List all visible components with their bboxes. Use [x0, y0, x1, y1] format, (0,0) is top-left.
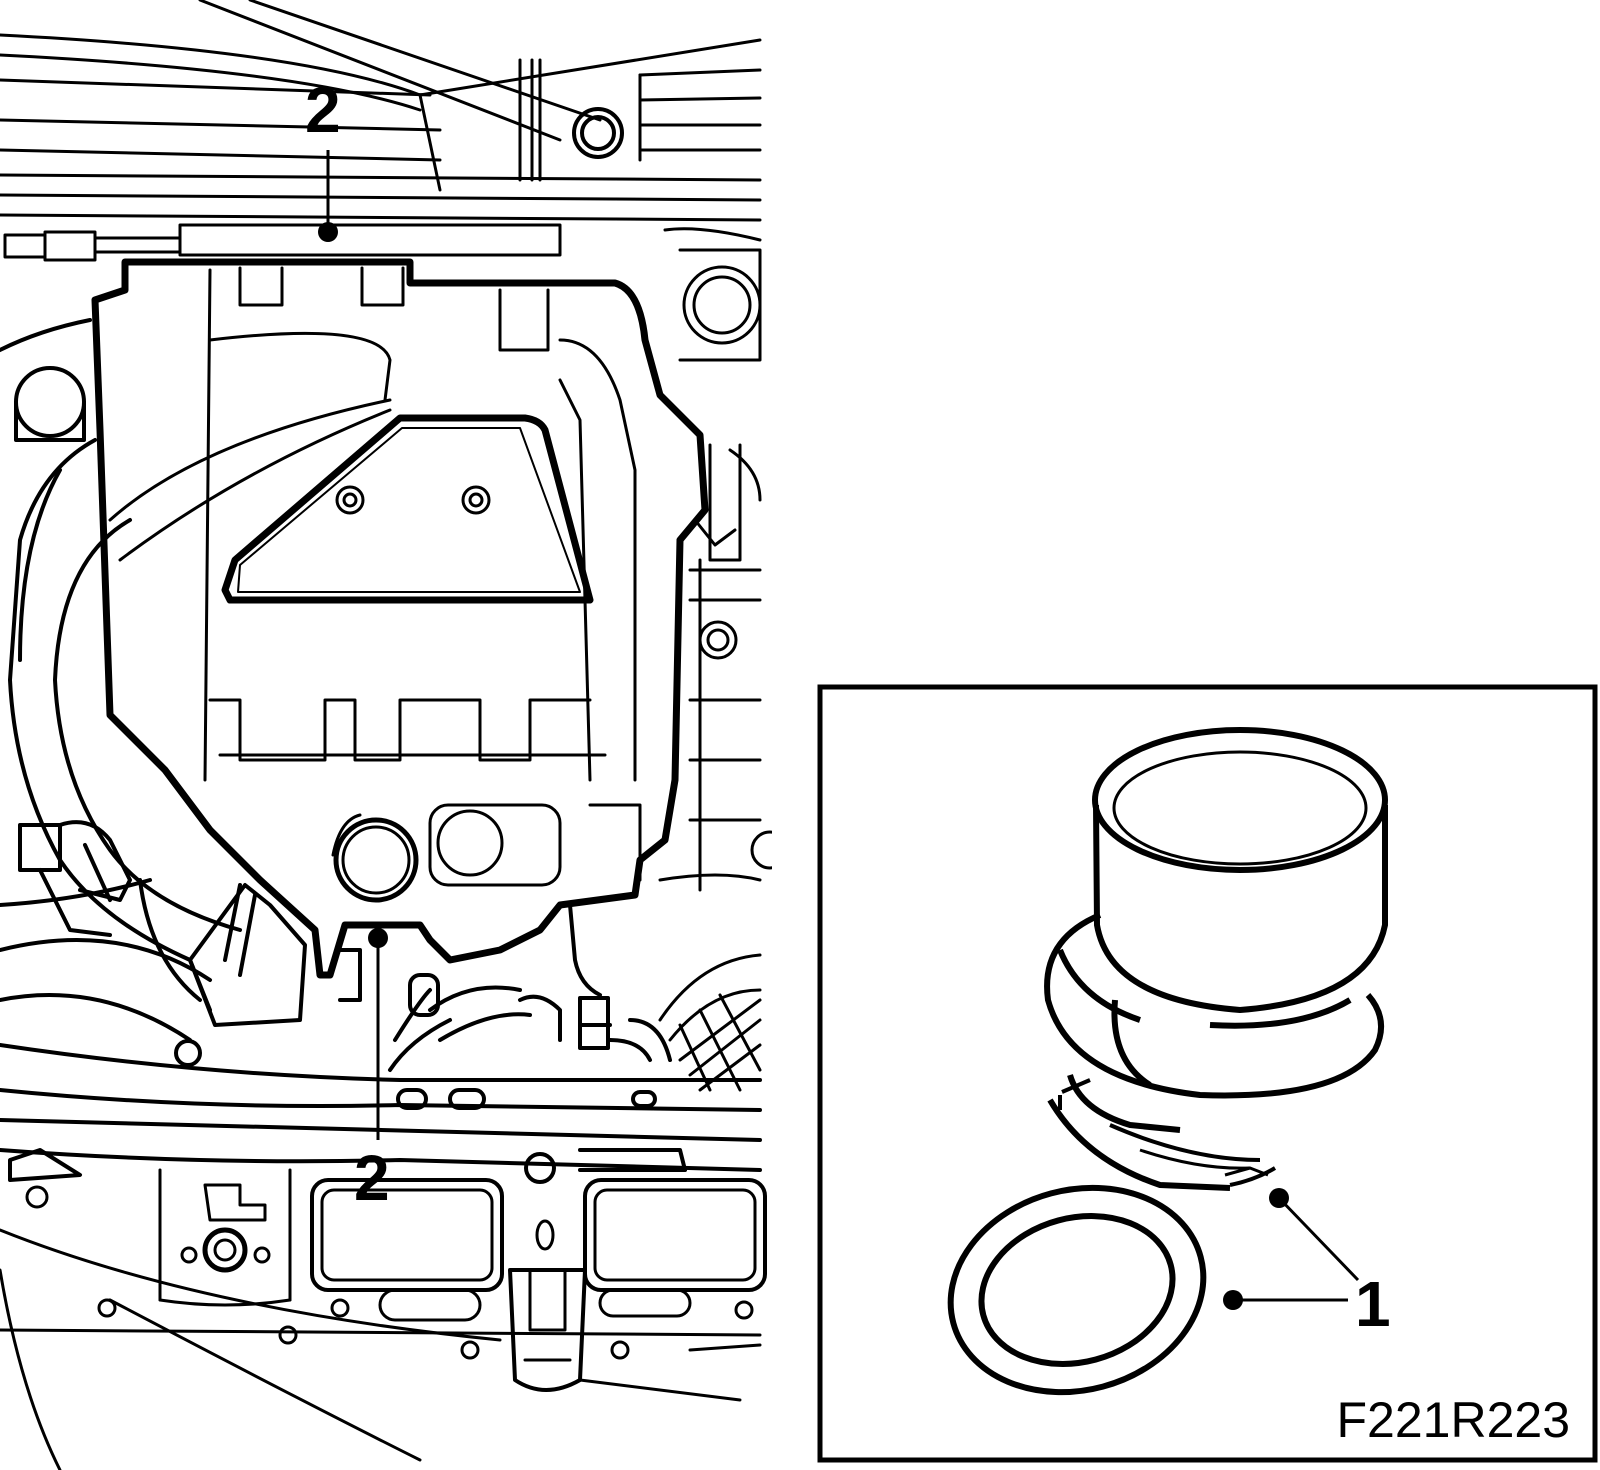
- reservoir-cap: [663, 227, 762, 362]
- filler-neck: [1044, 727, 1388, 1191]
- lower-body-lines: [108, 1298, 742, 1462]
- front-crossmember: [0, 1039, 762, 1184]
- o-ring-seal: [947, 1184, 1207, 1396]
- callout-inset: 1: [1223, 1188, 1391, 1340]
- callout-top: 2: [305, 74, 341, 242]
- intake-hose-left: [8, 438, 307, 1027]
- plenum-bolts: [335, 485, 491, 515]
- intake-window: [221, 414, 594, 604]
- engine-bay-view: [0, 0, 790, 1470]
- callout-top-dot: [318, 222, 338, 242]
- sensor-connector-left: [0, 820, 212, 1042]
- cowl-panel: [0, 0, 762, 222]
- inset-panel: 1 F221R223: [817, 684, 1598, 1463]
- lower-hoses: [338, 903, 672, 1072]
- callout-inset-label: 1: [1355, 1268, 1391, 1340]
- engine-cover-outline: [91, 258, 709, 979]
- wiper-pivot: [572, 107, 624, 159]
- top-hose-connector: [3, 223, 562, 262]
- callout-bottom: 2: [354, 928, 390, 1214]
- radiator-grid: [658, 953, 762, 1092]
- left-filler-cap: [0, 318, 92, 442]
- callout-bottom-label: 2: [354, 1142, 390, 1214]
- callout-bottom-dot: [368, 928, 388, 948]
- intake-window-inner: [237, 427, 581, 593]
- figure-code: F221R223: [1337, 1392, 1571, 1448]
- lower-front-panel: [0, 1168, 767, 1470]
- inset-frame: [817, 684, 1598, 1463]
- callout-top-label: 2: [305, 74, 341, 146]
- engine-cover-details: [108, 266, 637, 782]
- oil-filler-opening: [331, 803, 642, 903]
